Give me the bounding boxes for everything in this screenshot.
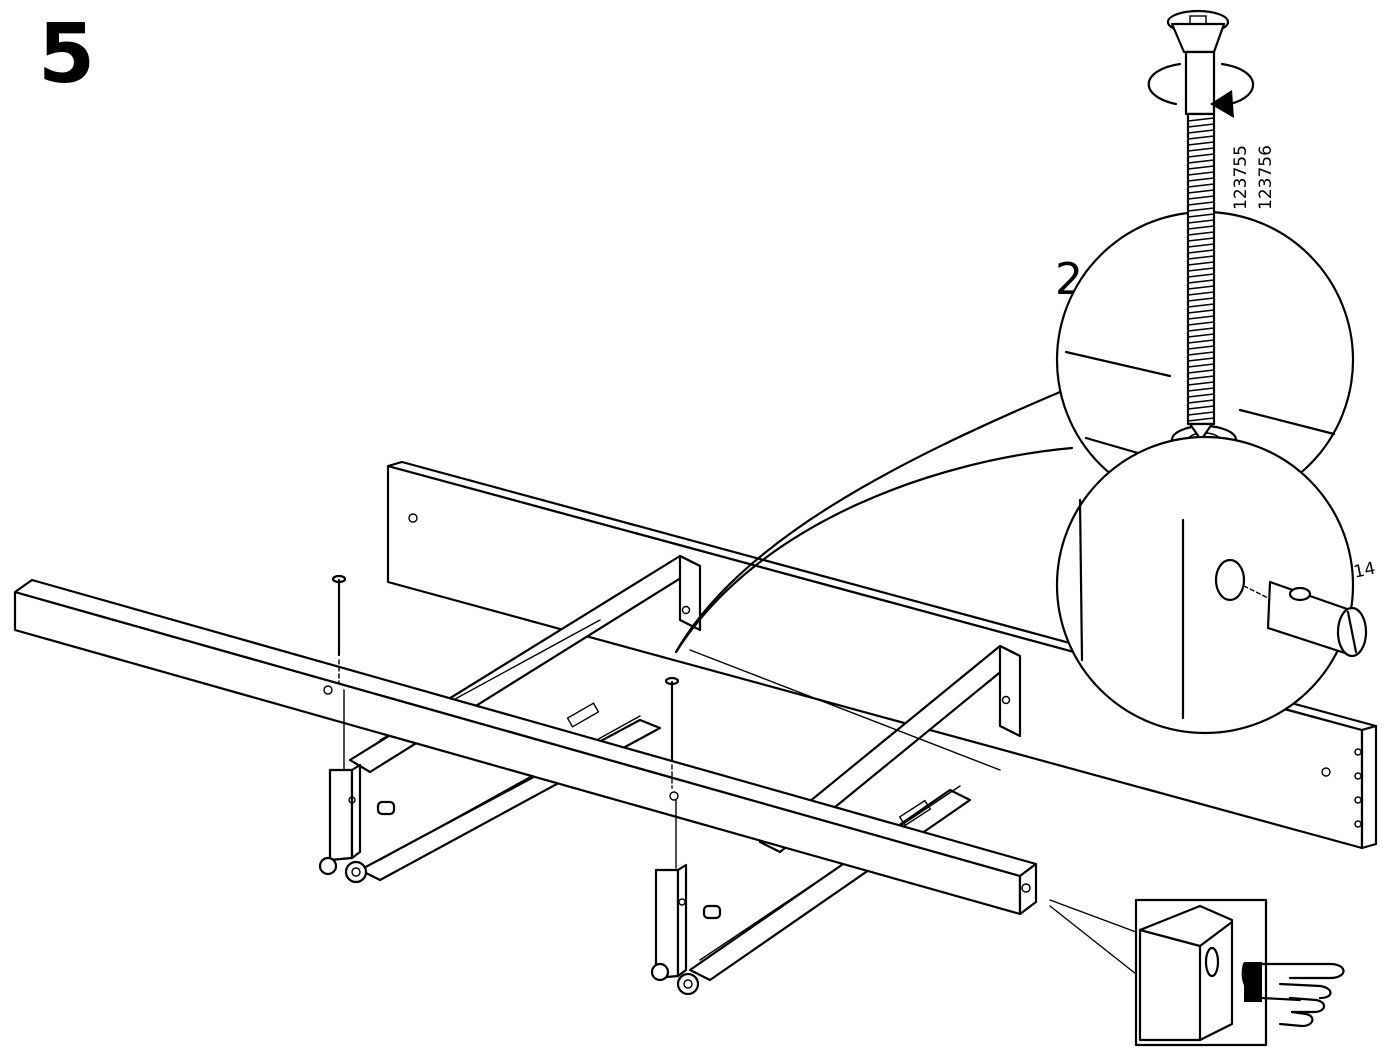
screw-thread-line bbox=[1187, 237, 1215, 242]
screw-thread-line bbox=[1187, 291, 1215, 296]
screw-thread-line bbox=[1187, 129, 1215, 134]
screw-thread-line bbox=[1187, 207, 1215, 212]
screw-thread-line bbox=[1187, 195, 1215, 200]
screw-thread-line bbox=[1187, 375, 1215, 380]
screw-thread-line bbox=[1187, 387, 1215, 392]
screw-left bbox=[331, 574, 347, 771]
leg-bracket-right bbox=[650, 863, 722, 996]
screw-thread-line bbox=[1187, 363, 1215, 368]
screw-right bbox=[664, 676, 680, 869]
screw-thread-line bbox=[1187, 399, 1215, 404]
screw-thread-line bbox=[1187, 369, 1215, 374]
screw-thread-line bbox=[1187, 231, 1215, 236]
screw-thread-line bbox=[1187, 417, 1215, 422]
screw-thread-line bbox=[1187, 273, 1215, 278]
screw-thread-line bbox=[1187, 405, 1215, 410]
screw-thread-line bbox=[1187, 339, 1215, 344]
screw-thread-line bbox=[1187, 267, 1215, 272]
screw-thread-line bbox=[1187, 285, 1215, 290]
pointing-hand-icon bbox=[1241, 962, 1345, 1028]
screw-thread-line bbox=[1187, 147, 1215, 152]
leg-bracket-left bbox=[318, 763, 396, 884]
screw-thread-line bbox=[1187, 279, 1215, 284]
screw-thread-line bbox=[1187, 303, 1215, 308]
screw-thread-line bbox=[1187, 165, 1215, 170]
screw-thread-line bbox=[1187, 141, 1215, 146]
step-number: 5 bbox=[38, 7, 96, 102]
screw-thread-line bbox=[1187, 243, 1215, 248]
screw-thread-line bbox=[1187, 309, 1215, 314]
screw-thread-line bbox=[1187, 381, 1215, 386]
screw-thread-line bbox=[1187, 189, 1215, 194]
screw-thread-line bbox=[1187, 117, 1215, 122]
screw-thread-line bbox=[1187, 159, 1215, 164]
screw-thread-line bbox=[1187, 357, 1215, 362]
screw-thread-line bbox=[1187, 315, 1215, 320]
screw-thread-line bbox=[1187, 321, 1215, 326]
rotate-clockwise-arrow-icon bbox=[1147, 62, 1255, 118]
screw-thread-line bbox=[1187, 393, 1215, 398]
screw-thread-line bbox=[1187, 333, 1215, 338]
screw-thread-line bbox=[1187, 123, 1215, 128]
callout-leader bbox=[674, 390, 1074, 654]
screw-thread-line bbox=[1187, 297, 1215, 302]
screw-thread-line bbox=[1187, 171, 1215, 176]
screw-thread-line bbox=[1187, 183, 1215, 188]
screw-thread-line bbox=[1187, 249, 1215, 254]
screw-thread-line bbox=[1187, 351, 1215, 356]
screw-thread-line bbox=[1187, 411, 1215, 416]
screw-thread-line bbox=[1187, 135, 1215, 140]
front-rail bbox=[13, 578, 1038, 916]
screw-thread-line bbox=[1187, 213, 1215, 218]
screw-thread-line bbox=[1187, 153, 1215, 158]
screw-thread-line bbox=[1187, 201, 1215, 206]
screw-thread-line bbox=[1187, 219, 1215, 224]
screw-thread-line bbox=[1187, 327, 1215, 332]
screw-thread-line bbox=[1187, 255, 1215, 260]
screw-thread-line bbox=[1187, 261, 1215, 266]
end-detail-inset bbox=[1049, 898, 1268, 1047]
zoom-circle-dowel bbox=[1055, 435, 1368, 735]
screw-bolt-detail bbox=[1166, 9, 1230, 442]
screw-thread-line bbox=[1187, 225, 1215, 230]
screw-thread-line bbox=[1187, 177, 1215, 182]
screw-thread-line bbox=[1187, 345, 1215, 350]
